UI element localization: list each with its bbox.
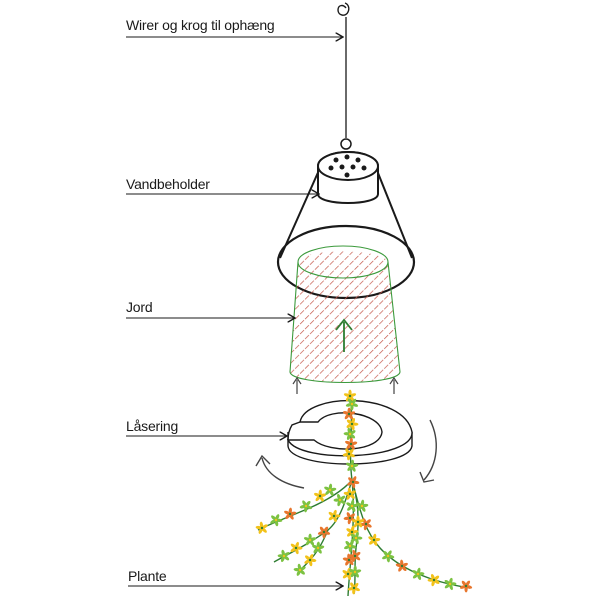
- label-soil: Jord: [126, 299, 153, 315]
- flower-icon: [324, 483, 337, 496]
- flower-icon: [346, 417, 359, 431]
- flower-icon: [348, 565, 362, 578]
- flower-icon: [347, 476, 360, 489]
- flower-icon: [356, 499, 369, 512]
- soil-outline: [289, 261, 401, 384]
- label-wire-and-hook: Wirer og krog til ophæng: [126, 17, 275, 33]
- flower-icon: [270, 514, 283, 527]
- up-arrows: [292, 376, 399, 394]
- plant: [255, 389, 473, 597]
- locking-ring: [286, 400, 413, 465]
- ring-top: [286, 400, 413, 457]
- flower-icon: [382, 550, 395, 563]
- flower-icon: [351, 515, 365, 528]
- rotate-right-arrow: [423, 419, 437, 481]
- label-locking-ring: Låsering: [126, 418, 179, 434]
- flower-icon: [317, 526, 331, 539]
- flower-icon: [314, 489, 327, 502]
- flower-icon: [255, 521, 268, 534]
- rotation-arrows: [255, 419, 437, 489]
- lid-holes: [328, 154, 367, 178]
- flower-icon: [304, 554, 317, 567]
- flower-icon: [347, 582, 360, 595]
- flower-icon: [412, 567, 425, 580]
- flower-icon: [345, 437, 358, 450]
- flower-icon: [343, 389, 357, 402]
- flower-icon: [348, 549, 361, 563]
- flower-icon: [290, 541, 303, 555]
- flower-icon: [350, 531, 363, 545]
- label-water-tank: Vandbeholder: [126, 176, 210, 192]
- flower-icon: [342, 448, 355, 461]
- rotate-left-arrow: [261, 457, 305, 489]
- flower-icon: [343, 487, 356, 500]
- flower-icon: [299, 500, 312, 513]
- flower-icon: [368, 533, 381, 546]
- flower-icon: [346, 459, 359, 472]
- flower-icon: [346, 499, 359, 512]
- flower-icon: [312, 541, 325, 554]
- flower-icon: [303, 533, 317, 546]
- flower-icon: [328, 509, 341, 523]
- leader-lines: [126, 37, 342, 586]
- flower-icon: [277, 549, 290, 563]
- flower-icon: [427, 573, 440, 587]
- flower-icon: [333, 493, 346, 507]
- flower-icon: [344, 540, 357, 553]
- wire-loop: [340, 138, 352, 150]
- flower-icon: [293, 563, 306, 576]
- hook-and-wire: [337, 2, 352, 150]
- soil-top: [297, 245, 389, 279]
- flower-icon: [395, 559, 408, 572]
- label-plant: Plante: [128, 568, 167, 584]
- flower-icon: [284, 507, 297, 520]
- soil-cone: [289, 245, 401, 384]
- flower-icon: [343, 427, 356, 440]
- flower-icon: [459, 580, 473, 593]
- flower-icon: [444, 577, 457, 591]
- flower-icon: [345, 398, 359, 411]
- flower-icon: [342, 407, 356, 420]
- flower-icon: [343, 512, 356, 525]
- hook-icon: [337, 2, 350, 16]
